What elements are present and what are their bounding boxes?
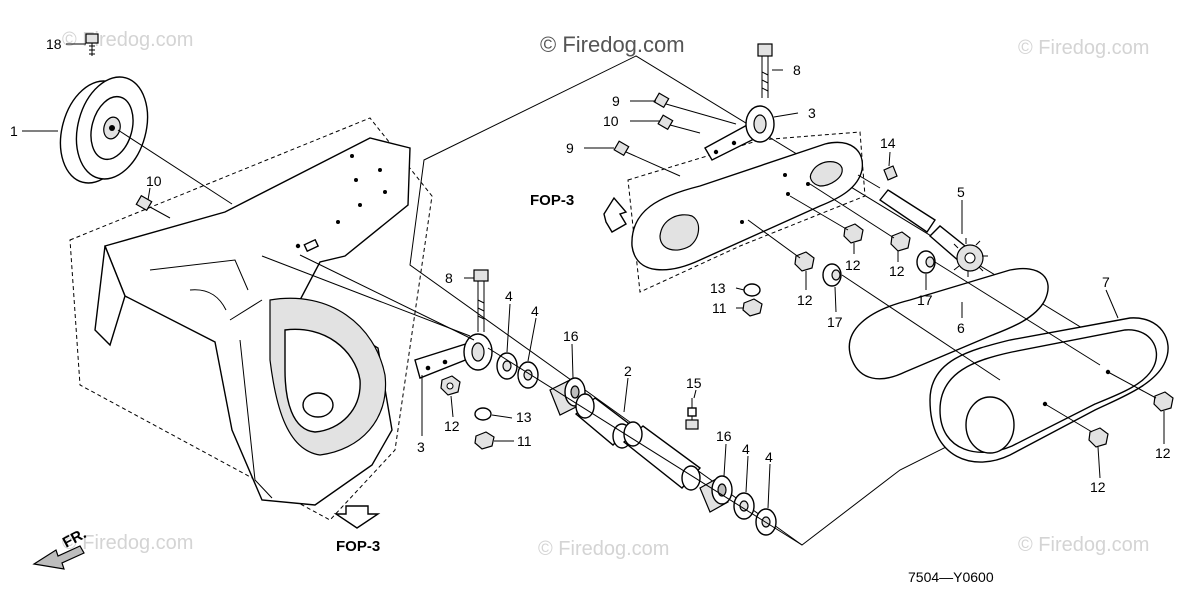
chain-case-inner <box>631 141 864 271</box>
callout-11-upper: 11 <box>712 300 727 316</box>
callout-11-lower: 11 <box>517 433 532 449</box>
spacer-part-17-b <box>916 250 936 274</box>
callout-12-lower-left: 12 <box>444 418 460 434</box>
callout-8-upper: 8 <box>793 62 801 78</box>
callout-3-lower: 3 <box>417 439 425 455</box>
chain-case-clamp-lower <box>414 333 493 379</box>
callout-10-left: 10 <box>146 173 162 189</box>
watermark-top-right: © Firedog.com <box>1018 37 1149 59</box>
callout-6: 6 <box>957 320 965 336</box>
callout-8-lower: 8 <box>445 270 453 286</box>
callout-4-d: 4 <box>765 449 773 465</box>
callout-7: 7 <box>1102 274 1110 290</box>
callout-18: 18 <box>46 36 62 52</box>
bearing-part-16-lower <box>699 475 733 513</box>
nut-part-12-cover-b <box>1153 391 1174 412</box>
nut-part-12-upper-b <box>890 231 911 252</box>
nut-part-11-lower <box>474 431 495 450</box>
nut-part-12-cover-a <box>1088 427 1109 448</box>
assembly-guide-lines <box>261 174 1157 546</box>
bolt-part-18 <box>85 33 99 56</box>
callout-17-b: 17 <box>917 292 933 308</box>
callout-16-lower: 16 <box>716 428 732 444</box>
callout-13-upper: 13 <box>710 280 726 296</box>
callout-4-c: 4 <box>742 441 750 457</box>
bolt-part-8-lower <box>473 269 489 332</box>
pulley-part-1 <box>59 76 149 184</box>
callout-leaders <box>22 43 1165 509</box>
callout-15: 15 <box>686 375 702 391</box>
pulley-shaft-line <box>117 129 233 205</box>
grease-fitting-part-15 <box>685 398 699 430</box>
key-part-14 <box>883 165 898 181</box>
callout-4-b: 4 <box>531 303 539 319</box>
washer-part-13-lower <box>474 407 492 421</box>
washer-part-13-upper <box>743 283 761 297</box>
callout-9-lower: 9 <box>566 140 574 156</box>
transmission-case <box>94 137 411 506</box>
callout-9-upper: 9 <box>612 93 620 109</box>
callout-17-a: 17 <box>827 314 843 330</box>
collar-part-2-lower <box>622 421 702 491</box>
nut-part-11-upper <box>742 298 763 317</box>
watermark-top-left: © Firedog.com <box>62 29 193 51</box>
bolt-part-9-lower <box>613 140 681 177</box>
front-arrow <box>32 545 85 570</box>
callout-12-cover-b: 12 <box>1155 445 1171 461</box>
callout-4-a: 4 <box>505 288 513 304</box>
nut-part-12-upper-c <box>794 251 815 272</box>
callout-12-upper-c: 12 <box>797 292 813 308</box>
chain-case-clamp-upper <box>704 105 775 161</box>
bolt-part-10-upper <box>657 114 701 134</box>
callout-13-lower: 13 <box>516 409 532 425</box>
nut-part-12-upper-a <box>843 223 864 244</box>
chain-case-gasket <box>848 268 1049 380</box>
watermark-bottom-center: © Firedog.com <box>538 538 669 560</box>
callout-10-upper: 10 <box>603 113 619 129</box>
callout-3-upper: 3 <box>808 105 816 121</box>
diagram-code: 7504—Y0600 <box>908 569 994 585</box>
chain-case-cover-part-7 <box>929 317 1169 463</box>
nut-part-12-lower-left <box>440 375 461 396</box>
spacer-part-17-a <box>822 263 842 287</box>
watermark-main: © Firedog.com <box>540 32 685 57</box>
watermark-bottom-right: © Firedog.com <box>1018 534 1149 556</box>
housing-dashed-zone <box>69 117 433 521</box>
fop-reference-lower: FOP-3 <box>336 538 380 555</box>
bolt-part-8-upper <box>757 43 773 98</box>
callout-16-upper: 16 <box>563 328 579 344</box>
shaft-part-5 <box>878 189 988 277</box>
callout-12-cover-a: 12 <box>1090 479 1106 495</box>
fop-upper-arrow <box>603 196 628 233</box>
bolt-part-9-upper <box>653 92 737 125</box>
callout-1: 1 <box>10 123 18 139</box>
fop-lower-arrow <box>333 505 381 529</box>
watermark-bottom-left: © Firedog.com <box>62 532 193 554</box>
upper-case-dashed-zone <box>627 131 866 293</box>
bolt-part-10-left <box>135 194 171 219</box>
exploded-view-outline <box>409 55 1130 546</box>
callout-12-upper-b: 12 <box>889 263 905 279</box>
callout-5: 5 <box>957 184 965 200</box>
callout-2: 2 <box>624 363 632 379</box>
callout-12-upper-a: 12 <box>845 257 861 273</box>
callout-14: 14 <box>880 135 896 151</box>
fop-reference-upper: FOP-3 <box>530 192 574 209</box>
